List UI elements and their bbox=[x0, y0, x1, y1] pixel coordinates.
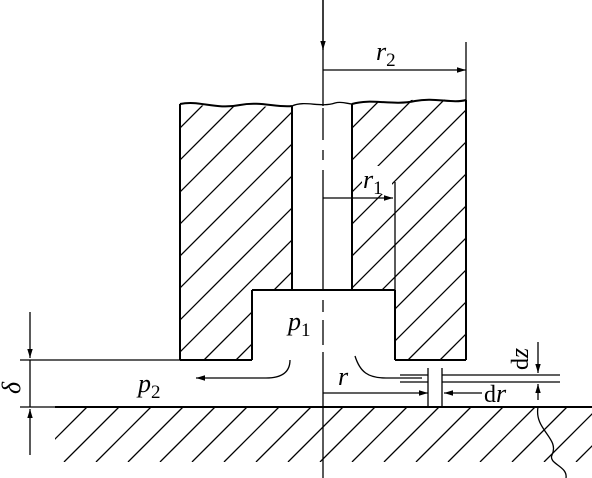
hatch-line bbox=[203, 104, 292, 360]
hatch-line bbox=[524, 96, 592, 360]
hatch-line bbox=[383, 407, 440, 462]
hatch-line bbox=[575, 445, 592, 462]
hatch-line bbox=[55, 407, 56, 408]
hatch-line bbox=[568, 96, 592, 360]
label-p2: p2 bbox=[136, 369, 161, 403]
hatch-line bbox=[191, 407, 248, 462]
hatch-line bbox=[351, 407, 408, 462]
hatch-line bbox=[472, 96, 592, 360]
hatch-line bbox=[536, 96, 592, 360]
r2-dimension bbox=[323, 42, 467, 100]
hatch-line bbox=[352, 99, 466, 360]
hatch-line bbox=[180, 104, 292, 360]
hatch-line bbox=[447, 407, 504, 462]
hatch-line bbox=[235, 104, 292, 360]
hatch-line bbox=[428, 96, 592, 360]
label-p1-backdrop bbox=[286, 306, 318, 342]
hatch-line bbox=[511, 407, 568, 462]
hatch-line bbox=[352, 99, 417, 360]
hatch-line bbox=[180, 104, 245, 360]
hatch-line bbox=[300, 96, 564, 360]
hatch-line bbox=[460, 96, 592, 360]
hatch-line bbox=[95, 407, 152, 462]
hatch-line bbox=[127, 407, 184, 462]
hatch-line bbox=[352, 99, 466, 360]
hatch-line bbox=[223, 407, 280, 462]
hatch-line bbox=[255, 407, 312, 462]
outflow-arrow bbox=[196, 359, 291, 381]
hatch-line bbox=[180, 104, 292, 360]
dr-dimension bbox=[400, 368, 560, 407]
bearing-pad-outline bbox=[179, 98, 467, 361]
hatch-line bbox=[159, 407, 216, 462]
hatch-line bbox=[180, 104, 292, 360]
hatch-line bbox=[332, 96, 592, 360]
hatch-line bbox=[55, 407, 88, 440]
hatch-line bbox=[287, 407, 344, 462]
hatch-line bbox=[180, 104, 292, 360]
hatch-line bbox=[364, 96, 592, 360]
hatch-line bbox=[352, 99, 449, 360]
label-r1-backdrop bbox=[362, 166, 392, 194]
hatch-line bbox=[352, 99, 466, 360]
hatch-line bbox=[180, 104, 181, 360]
hatch-line bbox=[396, 96, 592, 360]
hatch-line bbox=[375, 99, 466, 360]
right-wall-hatching bbox=[352, 96, 592, 360]
hatch-line bbox=[352, 99, 466, 360]
r-dimension bbox=[323, 355, 428, 396]
hatch-line bbox=[180, 104, 277, 360]
label-r1: r1 bbox=[363, 165, 383, 199]
label-dr: dr bbox=[484, 379, 507, 408]
label-r: r bbox=[338, 362, 349, 391]
hatch-line bbox=[180, 104, 292, 360]
label-dz: dz bbox=[505, 348, 534, 370]
ground-hatching bbox=[55, 407, 592, 462]
dz-dimension bbox=[535, 342, 567, 478]
gap-dimension bbox=[20, 312, 180, 455]
hatch-line bbox=[439, 99, 466, 360]
hatch-line bbox=[479, 407, 536, 462]
hatch-line bbox=[319, 407, 376, 462]
hatch-line bbox=[504, 96, 592, 360]
label-delta: δ bbox=[0, 381, 26, 394]
hatch-line bbox=[492, 96, 592, 360]
hatch-line bbox=[415, 407, 472, 462]
label-p1: p1 bbox=[286, 307, 311, 341]
label-r2: r2 bbox=[376, 37, 396, 71]
hatch-line bbox=[407, 99, 466, 360]
hatch-line bbox=[63, 407, 120, 462]
